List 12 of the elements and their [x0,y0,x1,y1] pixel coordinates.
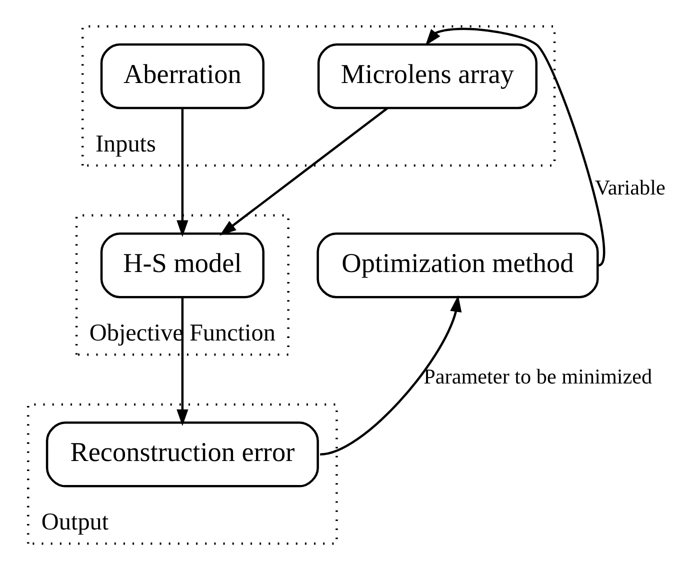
arrow [220,107,388,236]
arrow [320,295,462,456]
node-box: Reconstruction error [46,422,319,488]
node-box: Aberration [100,43,264,110]
node-box: Microlens array [317,43,538,110]
edge-label: Parameter to be minimized [424,364,652,389]
node-box: H-S model [100,232,264,298]
node-box: Optimization method [316,232,599,298]
arrow [176,108,188,237]
edge-label: Variable [594,176,666,200]
arrow [176,297,188,426]
arrow [425,28,606,266]
